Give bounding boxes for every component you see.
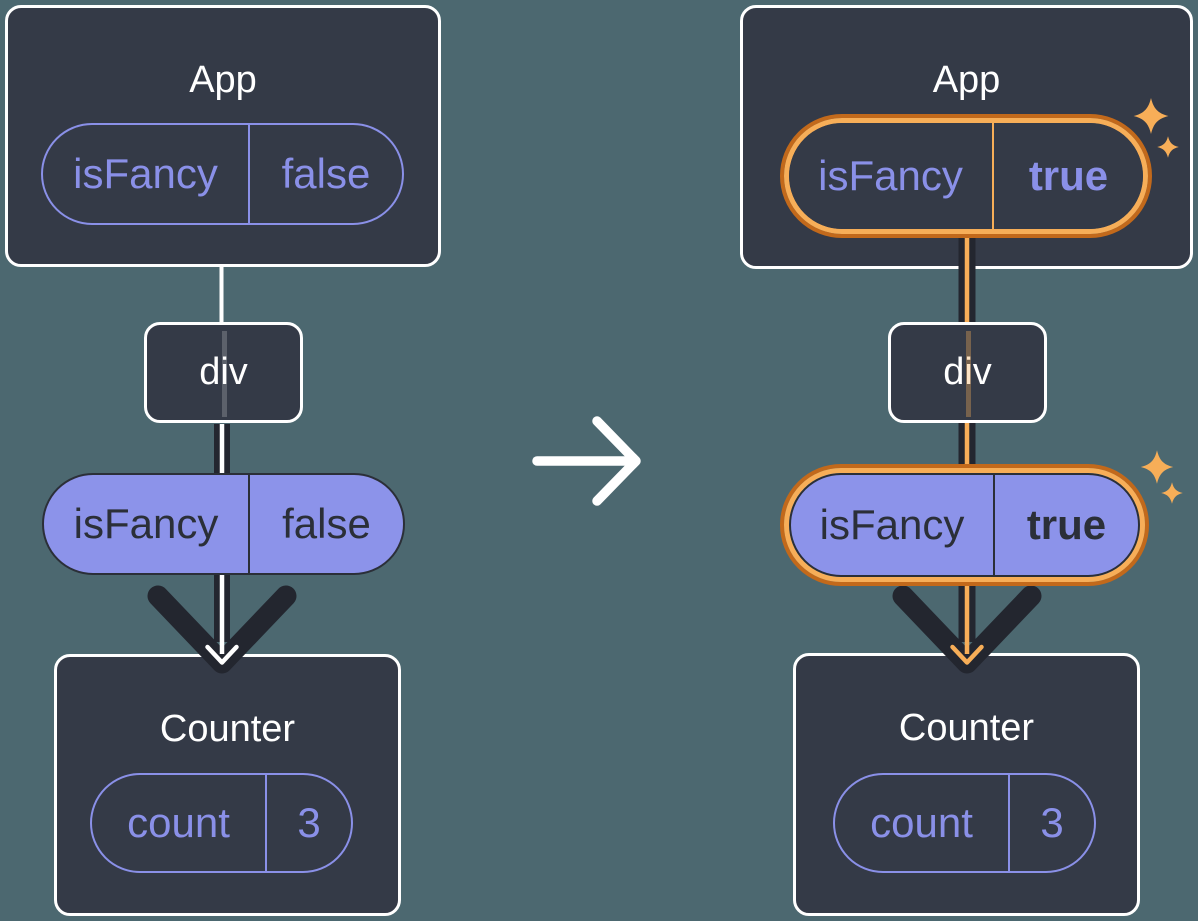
counter-state-pill-before: count 3 [90, 773, 353, 873]
counter-component-title: Counter [898, 707, 1035, 749]
state-value: 3 [1040, 799, 1064, 846]
counter-state-pill-after: count 3 [833, 773, 1096, 873]
pass-through-line [966, 331, 971, 417]
counter-component-box-before: Counter count 3 [54, 654, 401, 916]
counter-component-box-after: Counter count 3 [793, 653, 1140, 916]
app-state-pill-before: isFancy false [41, 123, 404, 225]
prop-pill-after: isFancy true [789, 473, 1140, 577]
app-component-title: App [932, 59, 1001, 101]
prop-value: false [282, 500, 371, 547]
sparkle-icon [1140, 450, 1174, 484]
prop-pill-before: isFancy false [42, 473, 405, 575]
div-element-label: div [199, 351, 248, 393]
state-key: count [92, 775, 267, 871]
counter-component-title: Counter [159, 708, 296, 750]
div-element-box-after: div [888, 322, 1047, 423]
prop-key: isFancy [791, 475, 995, 575]
app-component-title: App [189, 59, 257, 101]
state-value: true [1028, 152, 1109, 199]
state-value: 3 [297, 799, 321, 846]
app-state-pill-highlight-ring: isFancy true [780, 114, 1152, 238]
prop-value: true [1026, 501, 1107, 548]
transition-arrow-icon [532, 416, 641, 506]
highlight-ring-inner: isFancy true [784, 468, 1145, 582]
state-value: false [281, 150, 371, 197]
prop-pill-highlight-ring: isFancy true [780, 464, 1149, 586]
prop-key: isFancy [44, 475, 250, 573]
app-state-pill-after: isFancy true [789, 123, 1143, 229]
sparkle-icon [1161, 482, 1183, 504]
state-key: isFancy [789, 123, 994, 229]
state-key: isFancy [43, 125, 250, 223]
div-element-box-before: div [144, 322, 303, 423]
state-key: count [835, 775, 1010, 871]
highlight-ring-inner: isFancy true [784, 118, 1148, 234]
pass-through-line [222, 331, 227, 417]
